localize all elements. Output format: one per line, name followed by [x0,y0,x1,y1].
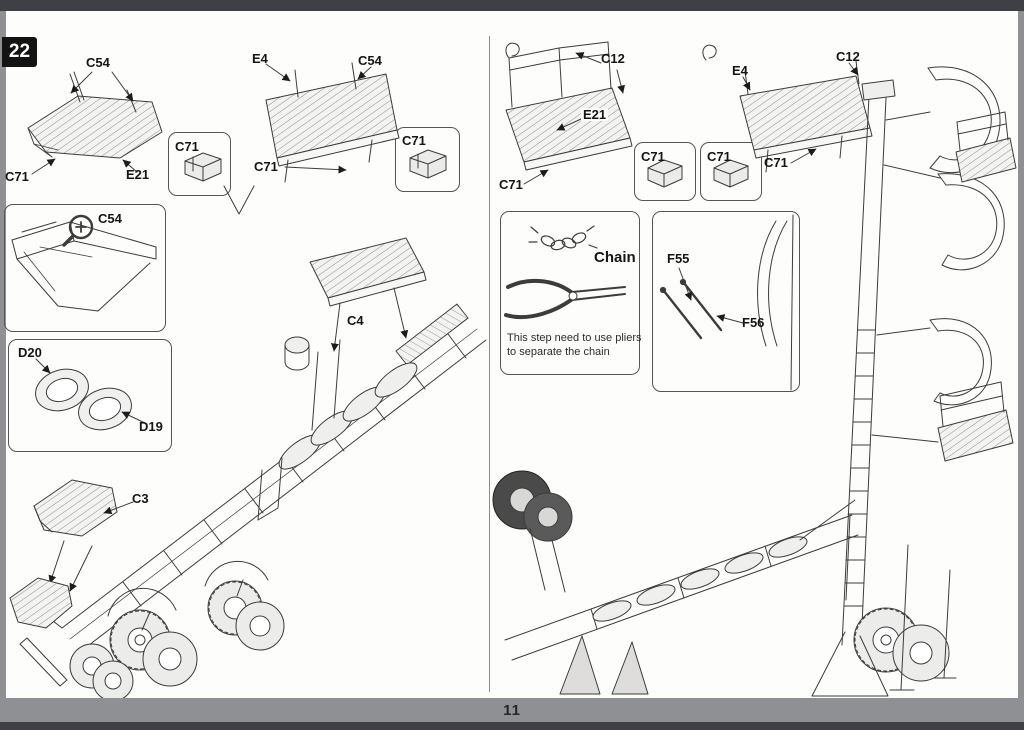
part-label-e21-a: E21 [126,167,150,182]
part-label-c71-d: C71 [764,155,788,170]
footer-band: 11 [0,698,1024,722]
part-label-c12-b: C12 [836,49,860,64]
part-label-f56: F56 [742,315,765,330]
chain-note-line2: to separate the chain [507,346,610,358]
part-label-c71-c: C71 [499,177,523,192]
page-number: 11 [503,701,521,719]
part-label-d20: D20 [18,345,42,360]
inset-box-c71-c [634,142,696,201]
step-number-badge: 22 [2,37,37,67]
part-label-e21-b: E21 [581,107,609,122]
rods-box [652,211,800,392]
chain-label: Chain [594,249,636,266]
part-label-c71-inset-c: C71 [641,149,665,164]
part-label-c54-magnified: C54 [98,211,122,226]
chain-note-line1: This step need to use pliers [507,332,642,344]
inset-box-c71-d [700,142,762,201]
top-frame-strip [0,0,1024,11]
part-label-c12-a: C12 [601,51,625,66]
part-label-c54-b: C54 [358,53,382,68]
part-label-c71-inset-a: C71 [175,139,199,154]
part-label-f55: F55 [667,251,690,266]
part-label-c4: C4 [347,313,364,328]
part-label-c71-a: C71 [5,169,29,184]
part-label-c71-inset-d: C71 [707,149,731,164]
column-divider [489,36,490,692]
part-label-d19: D19 [139,419,163,434]
part-label-c71-b: C71 [254,159,278,174]
part-label-c3: C3 [132,491,149,506]
inset-box-c71-a [168,132,231,196]
chain-box [500,211,640,375]
magnifier-box [4,204,166,332]
part-label-e4-a: E4 [252,51,268,66]
part-label-c71-inset-b: C71 [402,133,426,148]
part-label-e4-b: E4 [732,63,748,78]
bottom-frame-strip [0,722,1024,730]
part-label-c54-a: C54 [86,55,110,70]
